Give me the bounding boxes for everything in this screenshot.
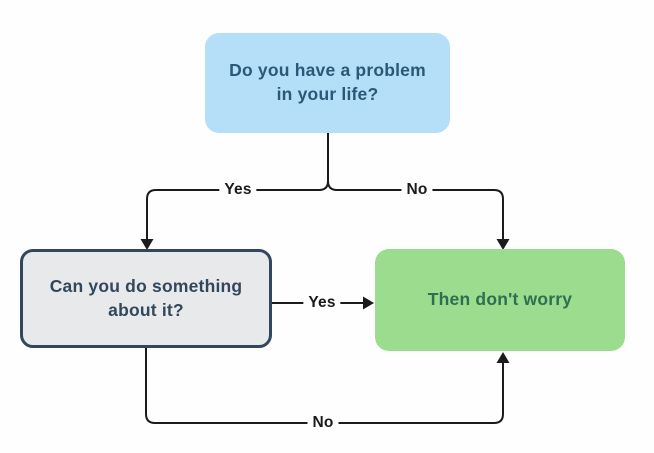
node-action-question-text: Can you do something about it?	[49, 275, 243, 320]
arrowhead-up-icon	[496, 352, 510, 363]
edge-no-top	[327, 180, 504, 240]
edge-label-yes-middle: Yes	[303, 293, 341, 313]
edge-label-no-top: No	[401, 180, 433, 200]
node-result-text: Then don't worry	[427, 289, 573, 310]
node-action-question: Can you do something about it?	[20, 249, 272, 348]
edge-label-yes-top: Yes	[219, 180, 257, 200]
edge-label-no-bottom: No	[307, 413, 339, 433]
node-problem-question: Do you have a problem in your life?	[205, 33, 450, 133]
node-problem-question-text: Do you have a problem in your life?	[229, 60, 426, 104]
node-result: Then don't worry	[375, 249, 625, 351]
edge-yes-top	[146, 180, 329, 240]
arrowhead-down-icon	[140, 239, 154, 250]
edge-no-bottom	[145, 348, 504, 424]
arrowhead-right-icon	[363, 296, 374, 310]
arrowhead-down-icon	[496, 239, 510, 250]
